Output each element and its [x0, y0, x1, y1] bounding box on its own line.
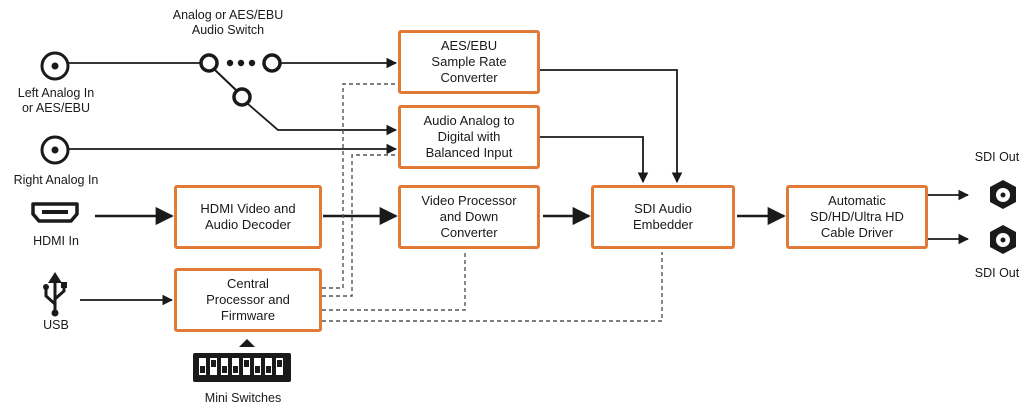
aes-converter-block: AES/EBU Sample Rate Converter: [398, 30, 540, 94]
cable-driver-block: Automatic SD/HD/Ultra HD Cable Driver: [786, 185, 928, 249]
right-analog-jack-icon: [40, 135, 70, 165]
sdi-out-2-bnc-icon: [990, 225, 1016, 254]
mini-switches-label: Mini Switches: [204, 391, 282, 405]
sdi-out-2-label: SDI Out: [974, 266, 1020, 280]
sdi-out-1-bnc-icon: [990, 180, 1016, 209]
hdmi-decoder-block: HDMI Video and Audio Decoder: [174, 185, 322, 249]
sdi-out-1-label: SDI Out: [974, 150, 1020, 164]
video-processor-block: Video Processor and Down Converter: [398, 185, 540, 249]
usb-icon: [43, 272, 67, 317]
signal-lines: [68, 57, 970, 245]
hdmi-in-label: HDMI In: [33, 234, 79, 248]
hdmi-port-icon: [31, 202, 79, 223]
cpu-block: Central Processor and Firmware: [174, 268, 322, 332]
mini-switch-arrow-icon: [239, 339, 255, 347]
audio-adc-block: Audio Analog to Digital with Balanced In…: [398, 105, 540, 169]
left-analog-label: Left Analog In or AES/EBU: [17, 86, 95, 115]
usb-label: USB: [43, 318, 69, 332]
control-lines: [322, 83, 663, 322]
mini-switches-icon: [193, 353, 291, 382]
right-analog-label: Right Analog In: [13, 173, 99, 187]
audio-switch-label: Analog or AES/EBU Audio Switch: [172, 8, 284, 37]
audio-switch-icon: [199, 53, 282, 107]
left-analog-jack-icon: [40, 51, 70, 81]
sdi-embedder-block: SDI Audio Embedder: [591, 185, 735, 249]
